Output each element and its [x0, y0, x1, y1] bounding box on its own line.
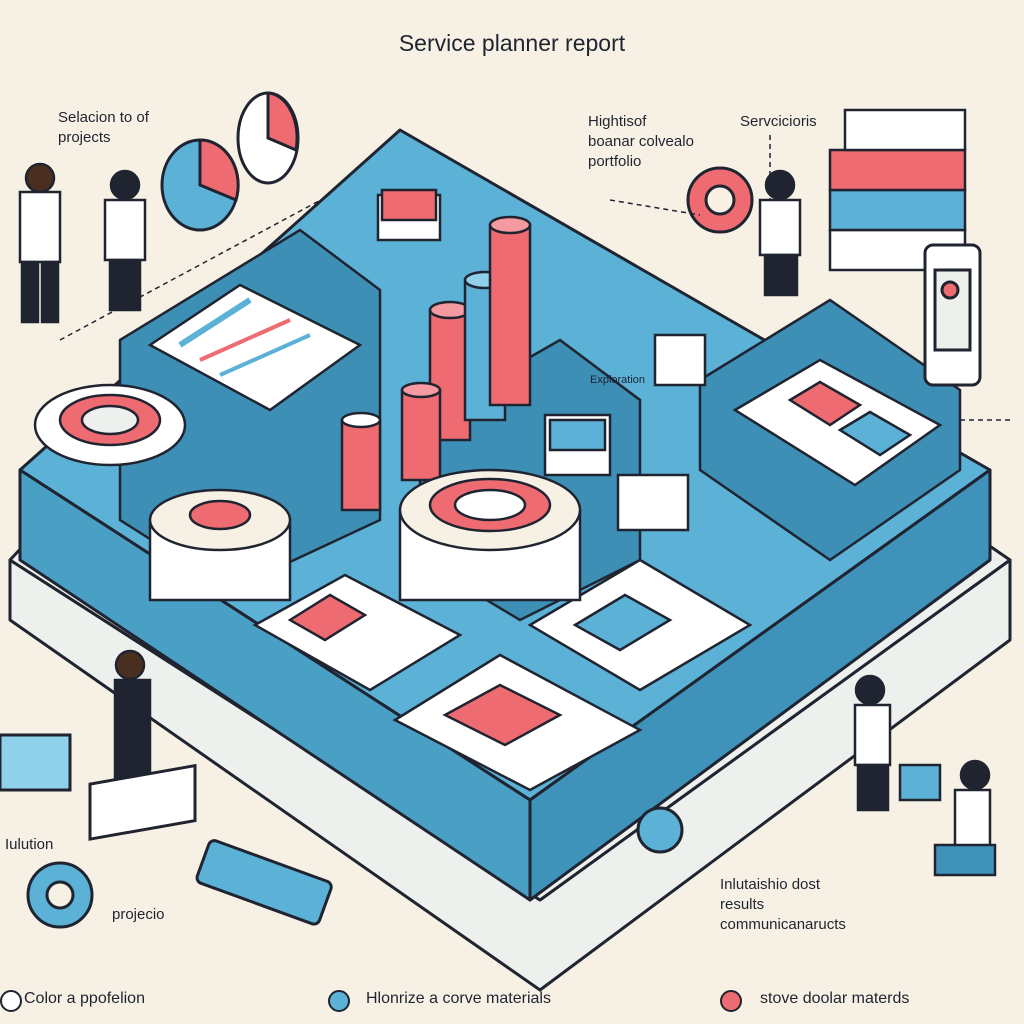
connector-lines: [59, 135, 1010, 421]
label-selection: Selacion to of projects: [58, 109, 149, 146]
pie-charts: [160, 91, 300, 232]
phone: [923, 243, 982, 387]
legend-label-2: Hlonrize a corve materials: [366, 990, 551, 1007]
report-title: Service planner report: [398, 30, 626, 56]
label-iulution: Iulution: [5, 836, 54, 853]
legend-swatch-2: [328, 990, 350, 1012]
documents: [147, 283, 943, 792]
server-stack: [828, 108, 967, 272]
legend-label-3: stove doolar materds: [760, 990, 910, 1007]
target-discs: [33, 383, 582, 602]
legend-swatch-3: [720, 990, 742, 1012]
label-exploration: Exploration: [590, 374, 646, 386]
icon-cubes: [376, 188, 707, 532]
bar-cylinders: [340, 215, 532, 512]
label-highlights: Hightisof boanar colvealo portfolio: [588, 113, 694, 170]
label-results: Inlutaishio dost results communicanaruct…: [720, 876, 846, 933]
legend-label-1: Color a ppofelion: [24, 990, 145, 1007]
gear-decor: [26, 166, 754, 929]
label-services: Servcicioris: [740, 113, 817, 130]
label-projects: projecio: [112, 906, 165, 923]
people: [18, 162, 997, 877]
foreground-devices: [0, 733, 333, 926]
legend-swatch-1: [0, 990, 22, 1012]
